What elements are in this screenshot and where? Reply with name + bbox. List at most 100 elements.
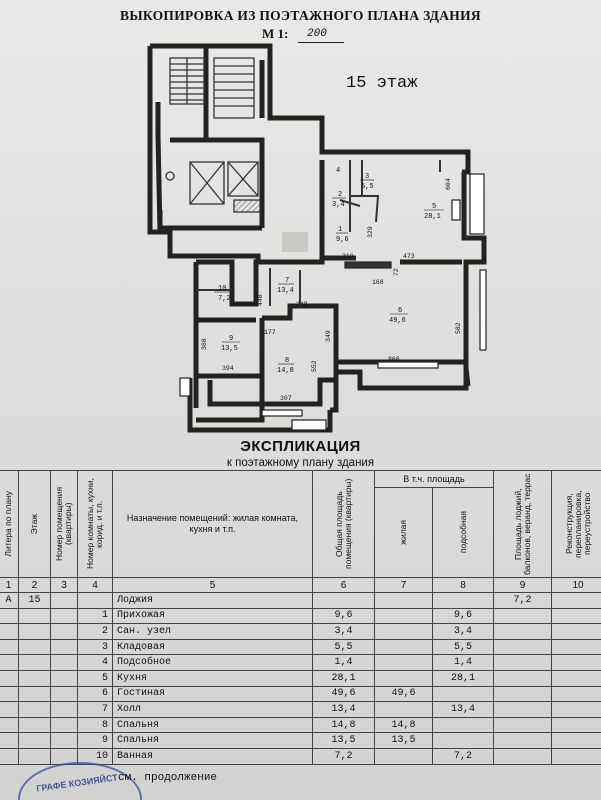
svg-text:329: 329 xyxy=(367,226,374,238)
header-col-10: Реконструкция, перепланировка, переустро… xyxy=(563,490,592,558)
svg-text:440: 440 xyxy=(257,294,264,306)
cell-empty xyxy=(551,732,601,749)
header-col-3: Номер помещения (квартиры) xyxy=(54,486,73,562)
cell-loggia xyxy=(493,654,552,671)
cell-name: Ванная xyxy=(112,747,313,765)
cell-total: 28,1 xyxy=(312,669,375,687)
room-6-area: 49,6 xyxy=(389,317,406,325)
header-col-9: Площадь лоджий, балконов, веранд, террас xyxy=(512,473,532,575)
room-labels: 1 9,6 2 3,4 3 5,5 4 5 28,1 6 49,6 7 13,4… xyxy=(214,167,444,375)
cell-living xyxy=(374,654,433,671)
cell-loggia xyxy=(493,685,552,703)
svg-text:4: 4 xyxy=(336,167,340,175)
cell-loggia xyxy=(493,747,552,765)
svg-text:394: 394 xyxy=(222,365,234,372)
cell-name: Гостиная xyxy=(112,685,313,703)
header-col-5: Назначение помещений: жилая комната, кух… xyxy=(112,470,313,578)
header-group: В т.ч. площадь xyxy=(374,470,494,488)
table-header-row: Литера по плану Этаж Номер помещения (кв… xyxy=(0,470,601,578)
cell-empty xyxy=(50,701,78,718)
svg-text:9: 9 xyxy=(229,335,233,343)
cell-empty xyxy=(50,592,78,609)
cell-living xyxy=(374,669,433,687)
svg-text:552: 552 xyxy=(311,360,318,372)
cell-lit xyxy=(0,654,19,671)
cell-total: 5,5 xyxy=(312,638,375,656)
cell-total: 13,4 xyxy=(312,701,375,718)
cell-loggia xyxy=(493,716,552,734)
cell-empty xyxy=(50,654,78,671)
cell-num: 1 xyxy=(77,607,113,625)
cell-loggia: 7,2 xyxy=(493,592,552,609)
cell-living xyxy=(374,623,433,640)
floor-label: 15 этаж xyxy=(346,74,418,93)
cell-floor xyxy=(18,685,51,703)
room-2-area: 3,4 xyxy=(332,201,345,209)
col-number: 9 xyxy=(493,577,552,593)
cell-floor xyxy=(18,654,51,671)
cell-loggia xyxy=(493,701,552,718)
room-7-area: 13,4 xyxy=(277,287,294,295)
svg-text:177: 177 xyxy=(264,329,276,336)
cell-name: Холл xyxy=(112,701,313,718)
building-walls xyxy=(147,43,487,433)
cell-num: 9 xyxy=(77,732,113,749)
cell-empty xyxy=(551,592,601,609)
cell-name: Кладовая xyxy=(112,638,313,656)
cell-empty xyxy=(551,747,601,765)
col-number: 3 xyxy=(50,577,78,593)
header-col-7: жилая xyxy=(398,520,409,545)
cell-total: 9,6 xyxy=(312,607,375,625)
cell-empty xyxy=(50,716,78,734)
cell-living: 49,6 xyxy=(374,685,433,703)
cell-name: Спальня xyxy=(112,732,313,749)
cell-empty xyxy=(50,623,78,640)
svg-text:8: 8 xyxy=(285,357,289,365)
cell-empty xyxy=(50,669,78,687)
cell-aux xyxy=(432,592,494,609)
cell-total: 49,6 xyxy=(312,685,375,703)
cell-loggia xyxy=(493,638,552,656)
cell-name: Спальня xyxy=(112,716,313,734)
cell-empty xyxy=(551,623,601,640)
room-8-area: 14,8 xyxy=(277,367,294,375)
cell-living xyxy=(374,607,433,625)
scale-label: М 1: xyxy=(262,26,289,41)
cell-floor xyxy=(18,716,51,734)
cell-lit xyxy=(0,607,19,625)
column-number-row: 1 2 3 4 5 6 7 8 9 10 xyxy=(0,577,601,593)
cell-aux: 9,6 xyxy=(432,607,494,625)
cell-name: Сан. узел xyxy=(112,623,313,640)
cell-lit xyxy=(0,638,19,656)
col-number: 2 xyxy=(18,577,51,593)
cell-name: Кухня xyxy=(112,669,313,687)
svg-text:3: 3 xyxy=(365,173,369,181)
header-col-8: подсобная xyxy=(457,511,468,554)
interior-partitions xyxy=(196,160,441,306)
cell-aux: 13,4 xyxy=(432,701,494,718)
cell-empty xyxy=(50,732,78,749)
svg-text:582: 582 xyxy=(455,322,462,334)
cell-empty xyxy=(551,685,601,703)
cell-num: 8 xyxy=(77,716,113,734)
cell-num: 2 xyxy=(77,623,113,640)
cell-total xyxy=(312,592,375,609)
col-number: 4 xyxy=(77,577,113,593)
scale-underline xyxy=(298,42,344,43)
cell-living xyxy=(374,592,433,609)
cell-aux: 3,4 xyxy=(432,623,494,640)
cell-empty xyxy=(551,607,601,625)
col-number: 5 xyxy=(112,577,313,593)
header-col-1: Литера по плану xyxy=(3,491,14,557)
header-col-2: Этаж xyxy=(29,513,40,535)
cell-floor: 15 xyxy=(18,592,51,609)
cell-empty xyxy=(551,638,601,656)
svg-text:10: 10 xyxy=(218,285,226,293)
cell-living xyxy=(374,701,433,718)
room-10-area: 7,2 xyxy=(218,295,231,303)
